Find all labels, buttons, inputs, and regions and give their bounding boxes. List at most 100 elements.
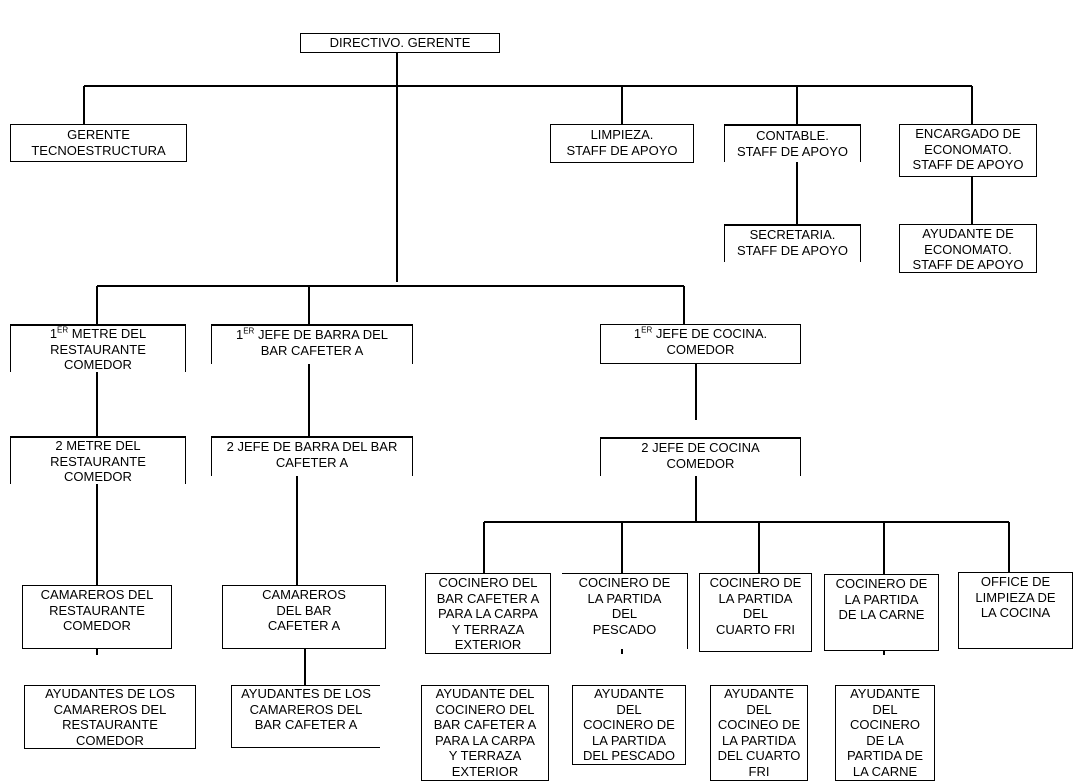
node-gerente-tecnoestructura: GERENTE TECNOESTRUCTURA xyxy=(10,124,187,162)
node-label: PESCADO xyxy=(592,621,657,637)
node-directivo-gerente: DIRECTIVO. GERENTE xyxy=(300,33,500,53)
node-label: Y TERRAZA xyxy=(448,748,522,763)
node-label: SECRETARIA. xyxy=(749,227,836,242)
node-label: 1ER METRE DEL xyxy=(49,325,147,341)
node-label: CAMAREROS DEL xyxy=(53,701,167,717)
node-cocinero-pescado: COCINERO DE LA PARTIDA DEL PESCADO xyxy=(562,573,688,649)
node-label: BAR CAFETER A xyxy=(436,590,540,606)
node-label: DIRECTIVO. GERENTE xyxy=(329,35,471,51)
node-label: RESTAURANTE xyxy=(62,717,158,732)
node-label: AYUDANTE xyxy=(594,686,664,701)
node-label: COMEDOR xyxy=(63,618,131,633)
node-ayudante-pescado: AYUDANTE DEL COCINERO DE LA PARTIDA DEL … xyxy=(572,685,686,765)
node-label: DE LA CARNE xyxy=(838,607,925,622)
node-primer-jefe-cocina: 1ER JEFE DE COCINA. COMEDOR xyxy=(600,324,801,364)
node-office-limpieza: OFFICE DE LIMPIEZA DE LA COCINA xyxy=(958,572,1073,649)
node-label: COCINERO DEL xyxy=(435,701,535,717)
node-segundo-jefe-barra: 2 JEFE DE BARRA DEL BAR CAFETER A xyxy=(211,436,413,476)
node-label: ENCARGADO DE xyxy=(915,126,1021,141)
node-label: COMEDOR xyxy=(666,341,735,357)
node-label: LA PARTIDA xyxy=(722,732,796,748)
node-label: STAFF DE APOYO xyxy=(736,242,848,258)
node-label: COMEDOR xyxy=(666,455,735,471)
node-label: LA CARNE xyxy=(852,763,918,779)
node-label: DEL CUARTO xyxy=(717,748,801,763)
node-label: COCINERO DE xyxy=(709,575,802,590)
node-label: LIMPIEZA DE xyxy=(975,589,1056,605)
node-label: DE LA xyxy=(866,732,904,748)
node-label: LA PARTIDA xyxy=(592,732,666,748)
node-label: STAFF DE APOYO xyxy=(912,257,1024,272)
node-label: COMEDOR xyxy=(76,732,144,748)
node-label: LA COCINA xyxy=(980,605,1051,620)
node-label: STAFF DE APOYO xyxy=(912,157,1024,172)
node-label: COMEDOR xyxy=(64,469,132,484)
node-label: COCINERO DE xyxy=(583,717,675,732)
node-label: LA PARTIDA xyxy=(718,590,793,606)
node-label: PARA LA CARPA xyxy=(438,606,538,621)
node-segundo-jefe-cocina: 2 JEFE DE COCINA COMEDOR xyxy=(600,437,801,476)
node-label: STAFF DE APOYO xyxy=(736,143,848,159)
node-label: COCINERO DEL xyxy=(438,575,538,590)
node-label: COCINEO DE xyxy=(717,717,801,732)
node-label: DEL BAR xyxy=(276,602,332,618)
node-label: ECONOMATO. xyxy=(924,141,1012,157)
node-label: DEL xyxy=(746,701,772,717)
node-label: LIMPIEZA. xyxy=(590,127,654,142)
node-label: BAR CAFETER A xyxy=(254,717,358,732)
node-ayudante-carne: AYUDANTE DEL COCINERO DE LA PARTIDA DE L… xyxy=(835,685,935,781)
node-label: OFFICE DE xyxy=(980,574,1051,589)
node-label: 2 JEFE DE COCINA xyxy=(641,440,760,455)
node-label: AYUDANTE xyxy=(850,686,920,701)
node-label: LA PARTIDA xyxy=(844,591,919,607)
node-cocinero-bar: COCINERO DEL BAR CAFETER A PARA LA CARPA… xyxy=(425,573,551,654)
node-encargado-economato: ENCARGADO DE ECONOMATO. STAFF DE APOYO xyxy=(899,124,1037,177)
node-label: CAFETER A xyxy=(275,454,349,470)
node-label: COCINERO DE xyxy=(578,575,671,590)
node-camareros-restaurante: CAMAREROS DEL RESTAURANTE COMEDOR xyxy=(22,585,172,649)
node-limpieza-staff: LIMPIEZA. STAFF DE APOYO xyxy=(550,124,694,163)
node-contable-staff: CONTABLE. STAFF DE APOYO xyxy=(724,124,861,162)
node-secretaria-staff: SECRETARIA. STAFF DE APOYO xyxy=(724,224,861,262)
node-ayudantes-camareros-restaurante: AYUDANTES DE LOS CAMAREROS DEL RESTAURAN… xyxy=(24,685,196,749)
node-label: CAMAREROS DEL xyxy=(40,587,154,602)
node-label: DEL xyxy=(616,701,642,717)
node-label: 1ER JEFE DE BARRA DEL xyxy=(235,326,388,342)
node-label: BAR CAFETER A xyxy=(260,342,364,358)
node-ayudante-cocinero-bar: AYUDANTE DEL COCINERO DEL BAR CAFETER A … xyxy=(421,685,549,781)
node-cocinero-cuarto-frio: COCINERO DE LA PARTIDA DEL CUARTO FRI xyxy=(699,573,812,652)
node-label: 2 METRE DEL xyxy=(55,438,141,453)
node-label: COMEDOR xyxy=(64,357,132,372)
node-label: AYUDANTE DE xyxy=(922,226,1014,241)
node-label: CONTABLE. xyxy=(756,128,829,143)
node-label: DEL xyxy=(872,701,898,717)
node-camareros-bar: CAMAREROS DEL BAR CAFETER A xyxy=(222,585,386,649)
node-label: EXTERIOR xyxy=(454,637,522,652)
node-label: Y TERRAZA xyxy=(451,621,525,637)
node-label: CUARTO FRI xyxy=(716,621,795,637)
node-segundo-metre: 2 METRE DEL RESTAURANTE COMEDOR xyxy=(10,436,186,484)
node-label: AYUDANTE xyxy=(724,686,794,701)
node-label: AYUDANTES DE LOS xyxy=(45,686,175,701)
node-label: RESTAURANTE xyxy=(50,453,146,469)
node-label: EXTERIOR xyxy=(451,763,519,779)
node-label: COCINERO DE xyxy=(835,576,928,591)
node-primer-jefe-barra: 1ER JEFE DE BARRA DEL BAR CAFETER A xyxy=(211,324,413,364)
node-label: TECNOESTRUCTURA xyxy=(31,142,166,158)
node-label: DEL PESCADO xyxy=(583,748,675,763)
node-label: AYUDANTE DEL xyxy=(435,686,535,701)
node-label: 1ER JEFE DE COCINA. xyxy=(633,325,768,341)
node-label: GERENTE xyxy=(67,127,130,142)
node-cocinero-carne: COCINERO DE LA PARTIDA DE LA CARNE xyxy=(824,574,939,651)
node-label: LA PARTIDA xyxy=(587,590,662,606)
node-ayudante-economato: AYUDANTE DE ECONOMATO. STAFF DE APOYO xyxy=(899,224,1037,273)
node-label: FRI xyxy=(748,763,770,779)
node-label: ECONOMATO. xyxy=(924,241,1012,257)
node-label: STAFF DE APOYO xyxy=(566,142,678,158)
node-label: CAFETER A xyxy=(267,618,341,633)
node-label: RESTAURANTE xyxy=(49,602,145,618)
node-label: 2 JEFE DE BARRA DEL BAR xyxy=(226,439,398,454)
node-label: RESTAURANTE xyxy=(50,341,146,357)
node-ayudante-cuarto-frio: AYUDANTE DEL COCINEO DE LA PARTIDA DEL C… xyxy=(710,685,808,781)
